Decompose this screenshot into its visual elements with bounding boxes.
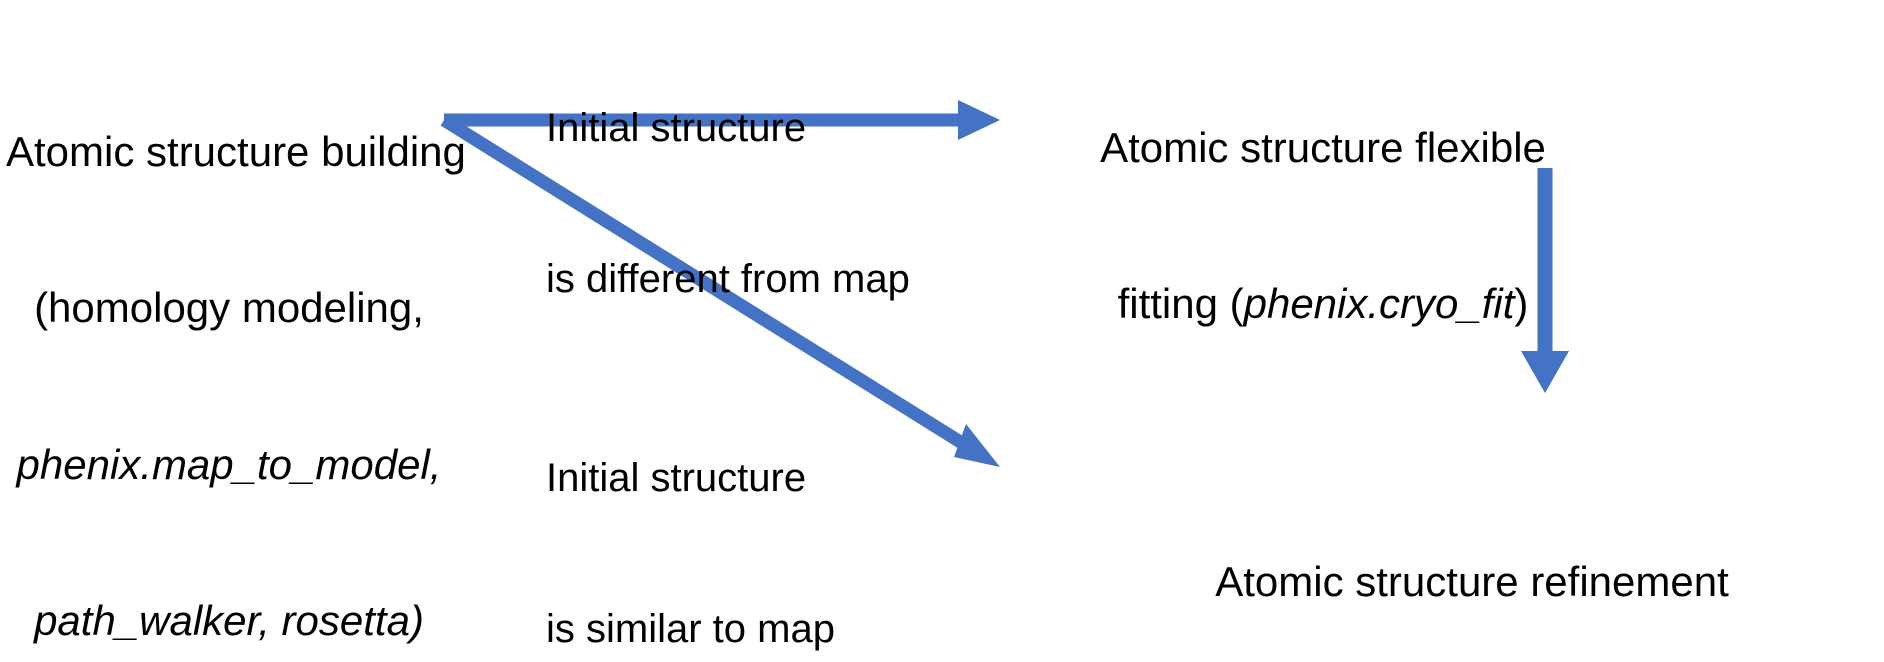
- node-line-1: Atomic structure flexible: [1100, 124, 1546, 172]
- node-line-2: (homology modeling,: [34, 284, 424, 332]
- arrow-head: [958, 100, 1000, 140]
- edge-label-line-1: Initial structure: [546, 455, 807, 500]
- edge-label-is-different-from-map: Initial structure is different from map: [546, 2, 926, 405]
- edge-label-line-1: Initial structure: [546, 105, 807, 150]
- node-atomic-structure-building: Atomic structure building (homology mode…: [6, 22, 466, 662]
- node-line-2-suffix: ): [1514, 280, 1529, 328]
- node-line-3: phenix.map_to_model,: [16, 440, 442, 488]
- node-line-4-italic: path_walker, rosetta): [34, 596, 424, 644]
- node-line-2-italic: phenix.cryo_fit: [1243, 280, 1515, 328]
- edge-label-is-similar-to-map: Initial structure is similar to map: [546, 352, 926, 662]
- arrow-build-to-refinement: [440, 114, 1000, 467]
- node-atomic-structure-refinement: Atomic structure refinement (phenix.real…: [1060, 452, 1884, 662]
- node-line-4: path_walker, rosetta): [6, 595, 452, 647]
- node-atomic-structure-flexible-fitting: Atomic structure flexible fitting (pheni…: [1088, 18, 1558, 435]
- arrow-flexible-fitting-to-refinement: [1521, 168, 1569, 393]
- arrow-head: [1521, 351, 1569, 393]
- node-line-2: fitting (phenix.cryo_fit): [1088, 278, 1558, 330]
- node-line-2-prefix: fitting (: [1117, 280, 1244, 328]
- arrow-shaft: [440, 114, 966, 449]
- edge-label-line-2: is different from map: [546, 256, 910, 301]
- arrow-build-to-flexible-fitting: [444, 100, 1000, 140]
- arrow-head: [954, 424, 1000, 467]
- edge-label-line-2: is similar to map: [546, 606, 835, 651]
- node-line-1: Atomic structure refinement: [1215, 558, 1729, 606]
- node-line-1: Atomic structure building: [6, 128, 466, 176]
